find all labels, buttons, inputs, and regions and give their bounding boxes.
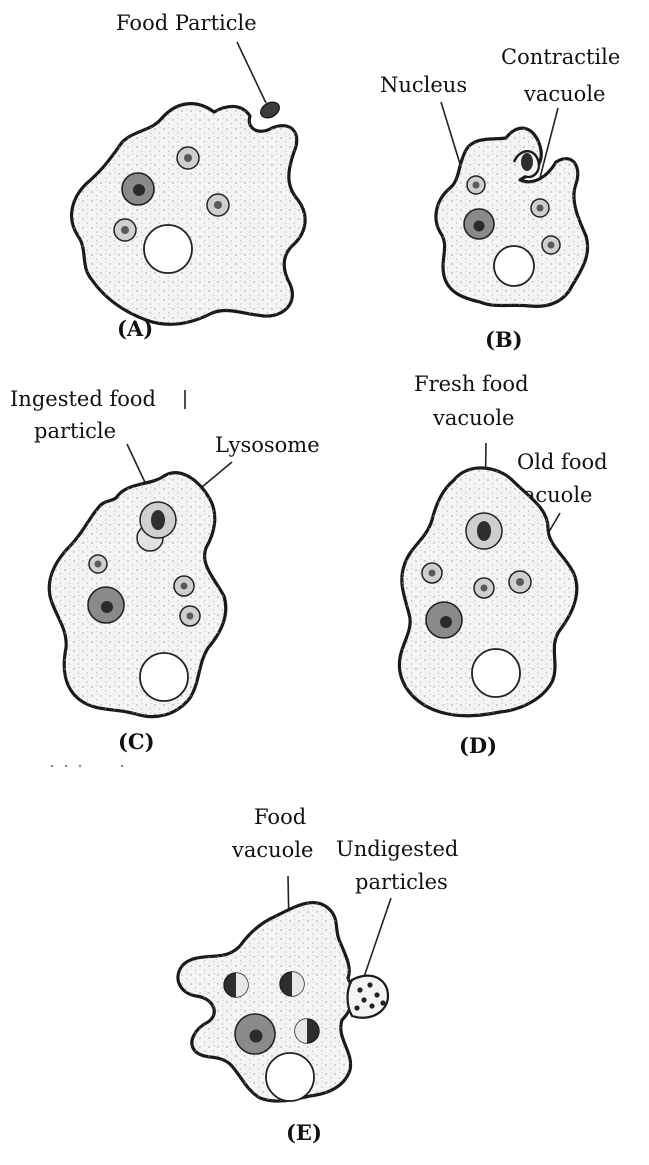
- label-ingested-line1: Ingested food: [10, 387, 156, 411]
- contractile-vacuole-icon: [494, 246, 534, 286]
- food-vacuole-content-icon: [429, 570, 436, 577]
- scan-dot: [51, 765, 53, 767]
- ingested-food-particle-icon: [151, 510, 165, 530]
- label-fresh-line1: Fresh food: [414, 372, 529, 396]
- food-particle-icon: [521, 153, 533, 171]
- nucleolus-icon: [440, 616, 452, 628]
- nucleolus-icon: [101, 601, 113, 613]
- contractile-vacuole-icon: [144, 225, 192, 273]
- contractile-vacuole-icon: [472, 649, 520, 697]
- caption-a: (A): [117, 316, 153, 341]
- food-particle-icon: [258, 99, 282, 121]
- label-undigested-line1: Undigested: [336, 837, 458, 861]
- caption-c: (C): [118, 729, 155, 754]
- undigested-particle-icon: [369, 1003, 374, 1008]
- scan-dot: [121, 765, 123, 767]
- leader-undigested: [364, 898, 391, 977]
- panel-a: Food Particle (A): [72, 11, 306, 341]
- label-contractile-line2: vacuole: [523, 82, 605, 106]
- cytoplasm-texture-c: [49, 473, 226, 717]
- panel-b: Nucleus Contractile vacuole (B): [380, 45, 620, 352]
- food-vacuole-content-icon: [95, 561, 102, 568]
- cytoplasm-texture-a: [72, 104, 306, 325]
- food-vacuole-content-icon: [181, 583, 188, 590]
- label-food-line2: vacuole: [231, 838, 313, 862]
- undigested-particle-icon: [374, 992, 379, 997]
- nucleolus-icon: [250, 1030, 263, 1043]
- food-vacuole-content-icon: [516, 578, 524, 586]
- food-vacuole-content-icon: [121, 226, 129, 234]
- label-ingested-line2: particle: [34, 419, 116, 443]
- nucleolus-icon: [474, 221, 485, 232]
- label-old-line1: Old food: [517, 450, 608, 474]
- label-nucleus: Nucleus: [380, 73, 467, 97]
- contractile-vacuole-icon: [266, 1053, 314, 1101]
- undigested-particle-icon: [357, 987, 362, 992]
- undigested-particle-icon: [367, 982, 372, 987]
- food-vacuole-content-icon: [473, 182, 480, 189]
- food-vacuole-content-icon: [548, 242, 555, 249]
- food-vacuole-content-icon: [187, 613, 194, 620]
- contractile-vacuole-icon: [140, 653, 188, 701]
- label-food-line1: Food: [254, 805, 306, 829]
- label-undigested-line2: particles: [355, 870, 448, 894]
- label-fresh-line2: vacuole: [432, 406, 514, 430]
- label-food-particle: Food Particle: [116, 11, 257, 35]
- leader-food-particle: [237, 42, 266, 103]
- undigested-particle-icon: [354, 1005, 359, 1010]
- food-vacuole-content-icon: [184, 154, 192, 162]
- cytoplasm-texture-e: [178, 903, 352, 1102]
- food-vacuole-content-icon: [214, 201, 222, 209]
- food-vacuole-content-icon: [481, 585, 488, 592]
- panel-e: Food vacuole Undigested particles (E): [178, 805, 458, 1145]
- undigested-particle-icon: [380, 1000, 385, 1005]
- panel-d: Fresh food vacuole Old food vacuole (D): [399, 372, 607, 758]
- panel-c: Ingested food particle Lysosome (C): [10, 387, 320, 767]
- caption-b: (B): [485, 327, 523, 352]
- label-contractile-line1: Contractile: [501, 45, 620, 69]
- undigested-particle-icon: [361, 997, 366, 1002]
- food-particle-icon: [477, 521, 491, 541]
- undigested-particles-pouch-icon: [348, 976, 389, 1018]
- caption-d: (D): [459, 733, 497, 758]
- scan-dot: [65, 765, 67, 767]
- caption-e: (E): [286, 1120, 322, 1145]
- nucleolus-icon: [133, 184, 145, 196]
- scan-dot: [79, 765, 81, 767]
- label-lysosome: Lysosome: [215, 433, 320, 457]
- food-vacuole-content-icon: [537, 205, 544, 212]
